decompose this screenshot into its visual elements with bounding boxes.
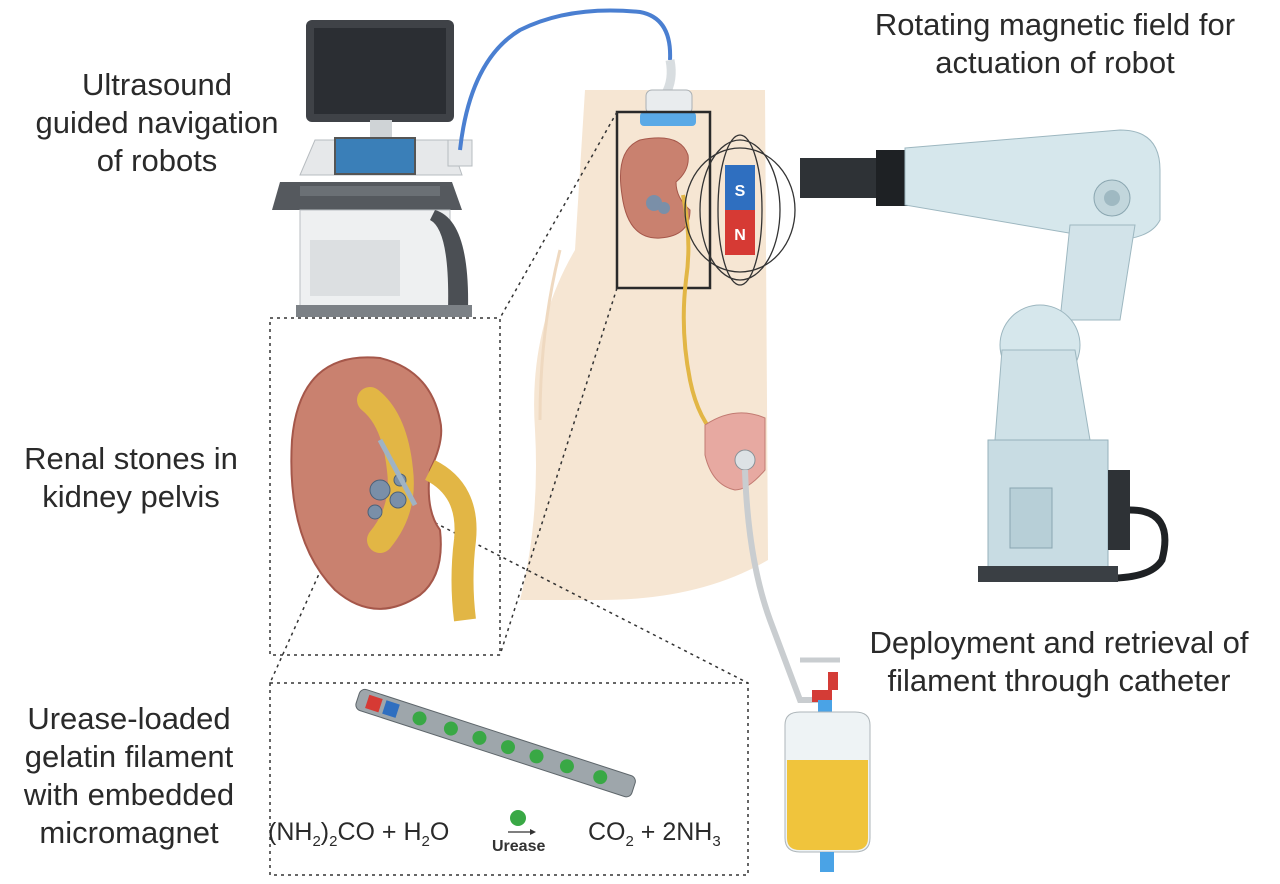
equation-rhs: CO2 + 2NH3 bbox=[588, 818, 721, 850]
ultrasound-label: Ultrasound guided navigation of robots bbox=[35, 67, 279, 178]
equation-lhs: (NH2)2CO + H2O bbox=[268, 818, 450, 850]
robot-arm-icon bbox=[800, 129, 1169, 582]
ultrasound-machine-icon bbox=[272, 20, 473, 317]
rotating-magnet-icon: S N bbox=[684, 134, 796, 286]
filament-label: Urease-loaded gelatin filament with embe… bbox=[23, 701, 235, 850]
urease-label: Urease bbox=[492, 838, 546, 855]
magnet-south-label: S bbox=[735, 183, 746, 200]
collection-bag-icon bbox=[784, 700, 871, 872]
kidney-region-box bbox=[615, 110, 712, 290]
ultrasound-probe-icon bbox=[458, 8, 696, 151]
ureter-path bbox=[681, 194, 722, 442]
kidney-inset bbox=[269, 317, 501, 656]
bladder-icon bbox=[704, 412, 766, 491]
catheter-tube bbox=[742, 469, 818, 703]
rotating-field-label: Rotating magnetic field for actuation of… bbox=[874, 7, 1236, 80]
filament-inset bbox=[269, 682, 749, 876]
renal-stones-label: Renal stones in kidney pelvis bbox=[24, 441, 238, 514]
magnet-north-label: N bbox=[734, 227, 746, 244]
urease-enzyme-icon bbox=[510, 810, 526, 826]
deployment-label: Deployment and retrieval of filament thr… bbox=[869, 625, 1249, 698]
patient-torso bbox=[520, 90, 768, 600]
